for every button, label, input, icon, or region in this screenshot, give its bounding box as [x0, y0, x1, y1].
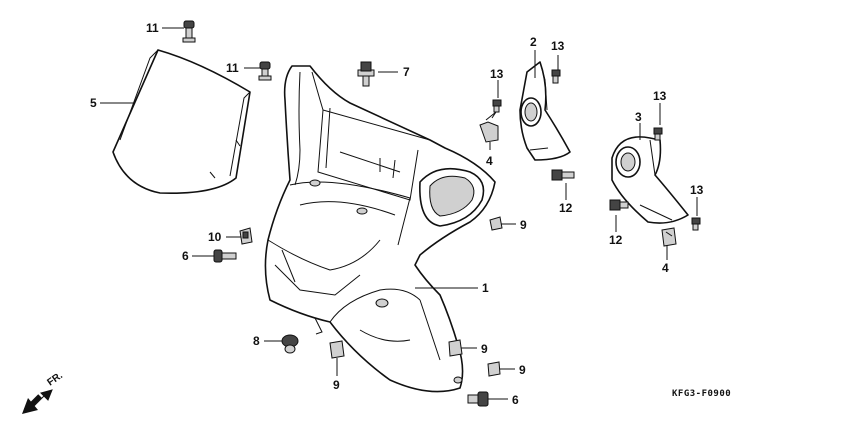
- callout-9d: 9: [519, 363, 526, 377]
- callout-12b: 12: [609, 233, 623, 247]
- callout-12a: 12: [559, 201, 573, 215]
- fastener-4-clip-a: [479, 111, 499, 143]
- fastener-9-nut-a: [489, 216, 503, 231]
- part-1-front-cover: [264, 65, 496, 393]
- front-direction-label: FR.: [45, 370, 65, 388]
- diagram-code: KFG3-F0900: [672, 389, 731, 399]
- callout-9a: 9: [520, 218, 527, 232]
- fastener-9-nut-b: [329, 340, 345, 359]
- callout-9c: 9: [333, 378, 340, 392]
- callout-11b: 11: [226, 61, 239, 75]
- callout-4b: 4: [662, 261, 669, 275]
- callout-7: 7: [403, 65, 410, 79]
- leader-lines: [100, 27, 698, 400]
- callout-5: 5: [90, 96, 97, 110]
- callout-13c: 13: [653, 89, 667, 103]
- fastener-7-screw: [357, 61, 375, 87]
- fastener-9-nut-c: [448, 339, 463, 357]
- fastener-13-screw-d: [691, 217, 701, 231]
- fastener-13-screw-b: [492, 99, 502, 113]
- callout-13d: 13: [690, 183, 704, 197]
- callout-3: 3: [635, 110, 642, 124]
- callout-10: 10: [208, 230, 222, 244]
- fastener-11-clip-a: [182, 20, 196, 43]
- callout-6a: 6: [182, 249, 189, 263]
- callout-8: 8: [253, 334, 260, 348]
- fastener-6-bolt-b: [467, 391, 489, 407]
- callout-2: 2: [530, 35, 537, 49]
- fastener-6-bolt-a: [213, 249, 237, 263]
- callout-13a: 13: [551, 39, 565, 53]
- callout-13b: 13: [490, 67, 504, 81]
- fastener-12-bolt-b: [609, 199, 629, 211]
- fastener-8-grommet: [281, 334, 299, 354]
- callout-9b: 9: [481, 342, 488, 356]
- callout-1: 1: [482, 281, 489, 295]
- fastener-11-clip-b: [258, 61, 272, 81]
- fastener-10-clip: [239, 227, 253, 245]
- part-2-duct: [519, 61, 571, 161]
- fastener-12-bolt-a: [551, 169, 575, 181]
- callout-6b: 6: [512, 393, 519, 407]
- fastener-9-nut-d: [487, 361, 501, 377]
- part-5-panel: [112, 49, 251, 195]
- fastener-4-clip-b: [661, 227, 677, 247]
- fastener-13-screw-a: [551, 69, 561, 84]
- fastener-13-screw-c: [653, 127, 663, 141]
- front-arrow-icon: [22, 389, 53, 414]
- callout-4a: 4: [486, 154, 493, 168]
- part-3-duct: [611, 136, 689, 224]
- callout-11a: 11: [146, 21, 159, 35]
